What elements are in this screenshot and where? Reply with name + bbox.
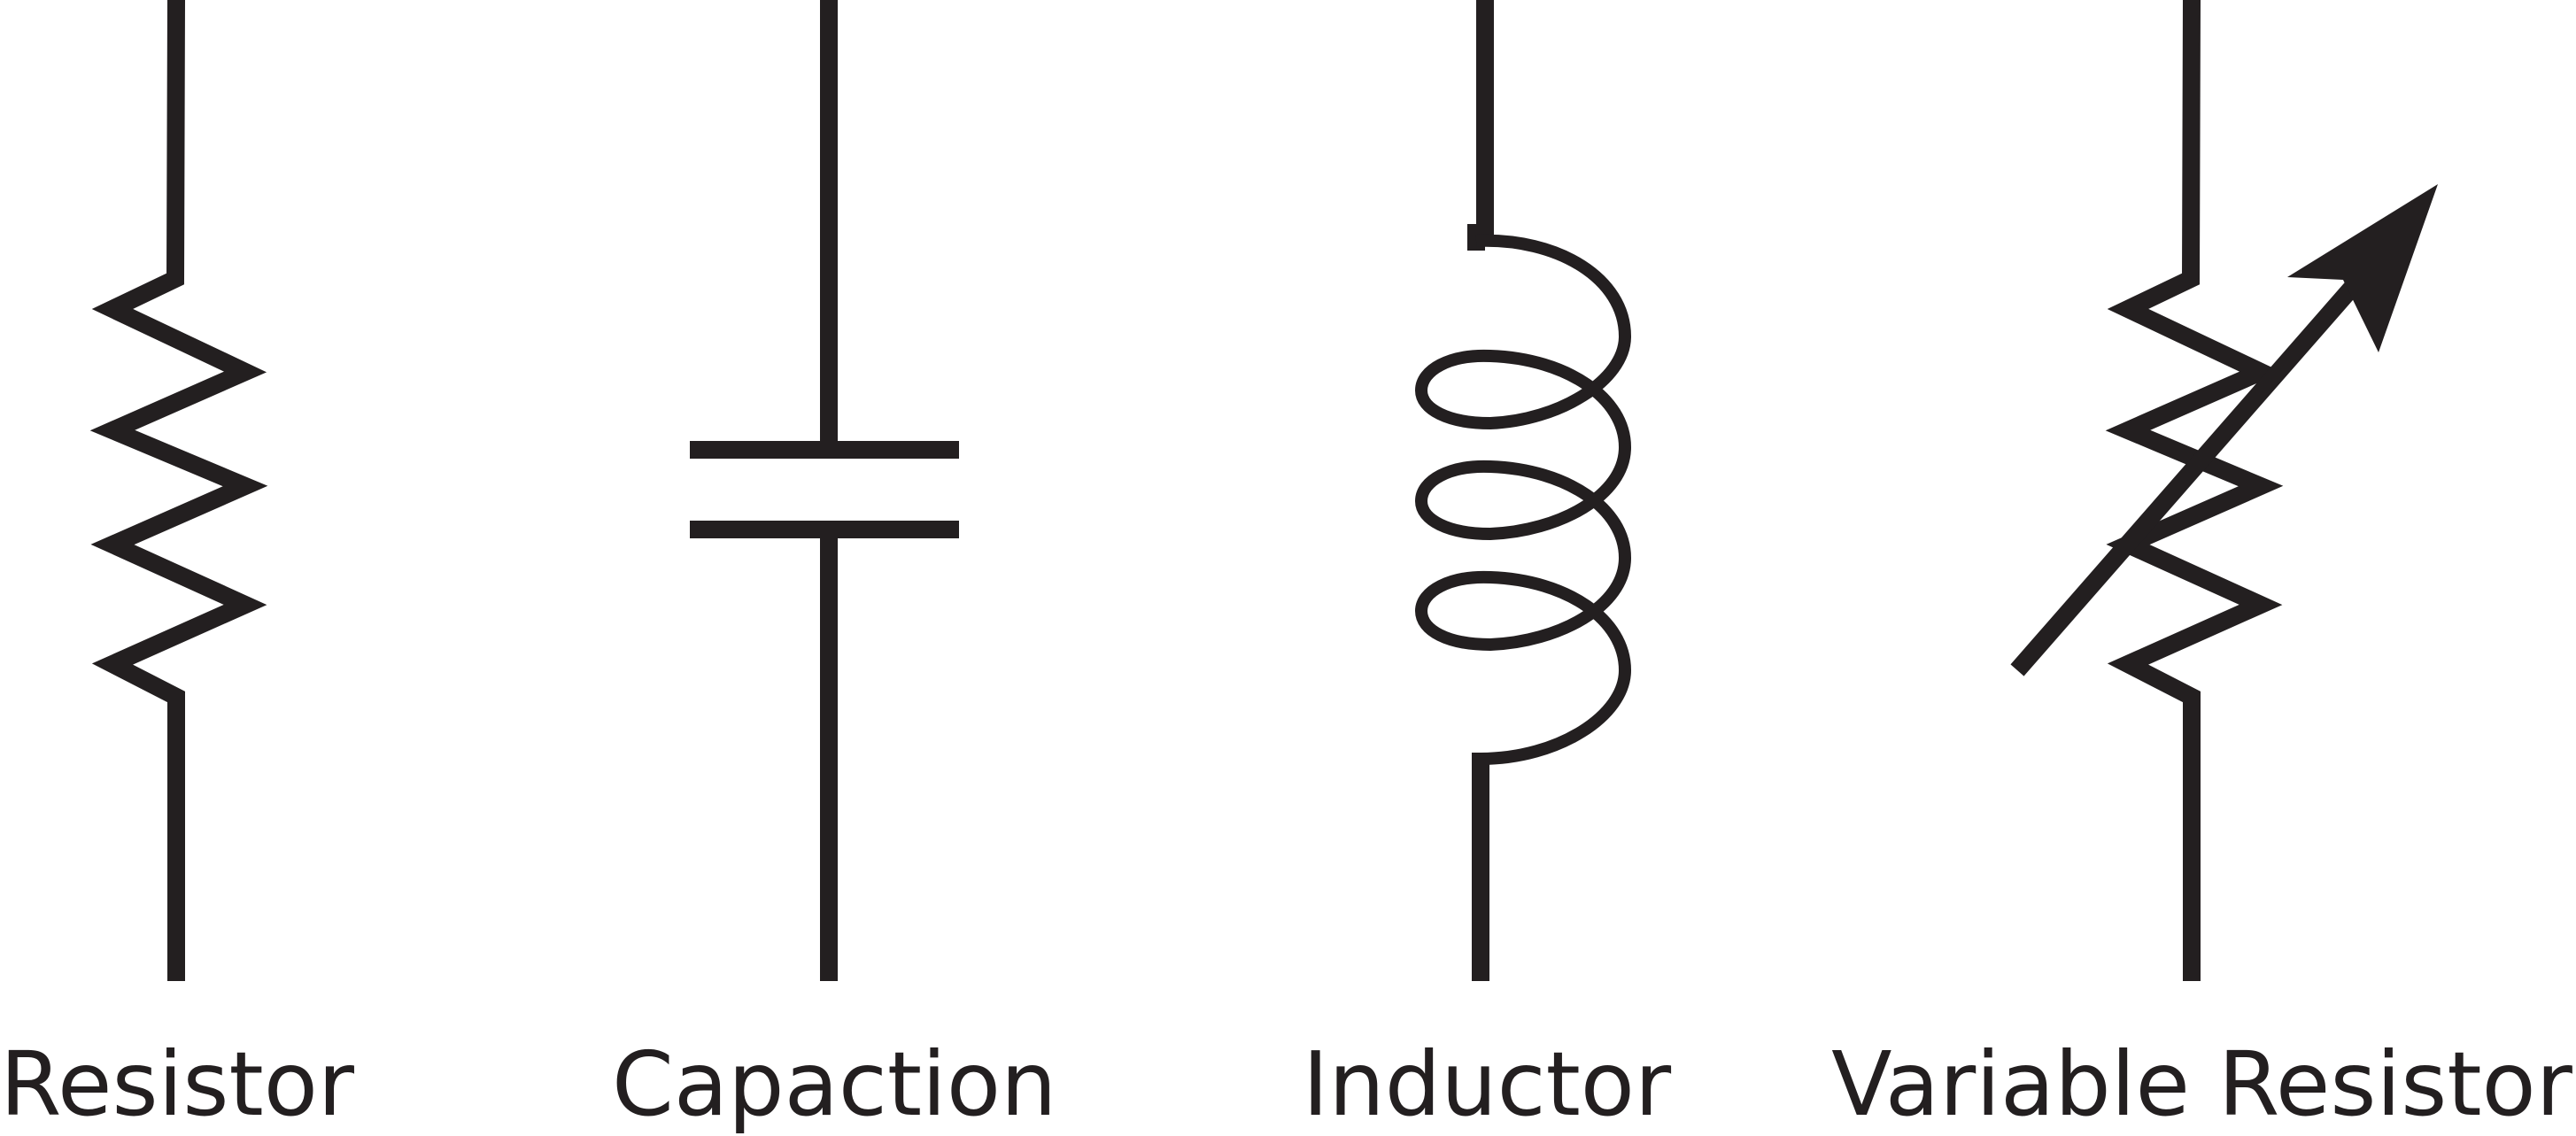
- resistor-zigzag: [89, 0, 268, 981]
- capacitor-label: Capaction: [612, 1032, 1057, 1136]
- variable-resistor-symbol: [2010, 0, 2438, 981]
- inductor-coil: [1414, 234, 1632, 765]
- inductor-label: Inductor: [1302, 1032, 1672, 1136]
- inductor-top-lead: [1467, 0, 1494, 251]
- resistor-label: Resistor: [0, 1032, 354, 1136]
- variable-resistor-arrow-shaft: [2010, 275, 2364, 676]
- variable-resistor-zigzag: [2105, 0, 2284, 981]
- inductor-symbol: [1414, 0, 1632, 981]
- resistor-symbol: [89, 0, 268, 981]
- arrowhead-icon: [2287, 184, 2438, 352]
- capacitor-symbol: [690, 0, 959, 981]
- variable-resistor-label: Variable Resistor: [1831, 1032, 2572, 1136]
